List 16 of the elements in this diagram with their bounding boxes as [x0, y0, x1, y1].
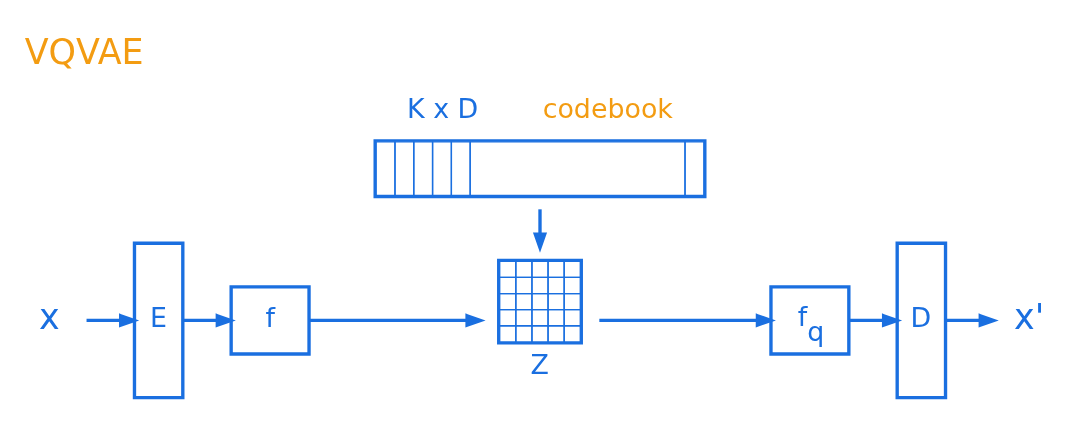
- arrow: [86, 313, 140, 328]
- node-label: Z: [530, 349, 549, 381]
- node-text: x': [1014, 296, 1045, 337]
- node-label: codebook: [542, 92, 673, 124]
- arrow: [532, 209, 548, 253]
- arrow: [849, 313, 903, 328]
- arrow: [945, 313, 999, 328]
- arrow: [599, 313, 776, 328]
- arrow: [183, 313, 236, 328]
- node-text: x: [39, 296, 60, 337]
- node-box: E: [132, 241, 185, 400]
- node-box: D: [895, 241, 948, 400]
- node-label: K x D: [407, 92, 479, 124]
- arrow: [309, 313, 486, 328]
- diagram-title: VQVAE: [24, 31, 144, 72]
- node-box: f: [229, 285, 311, 356]
